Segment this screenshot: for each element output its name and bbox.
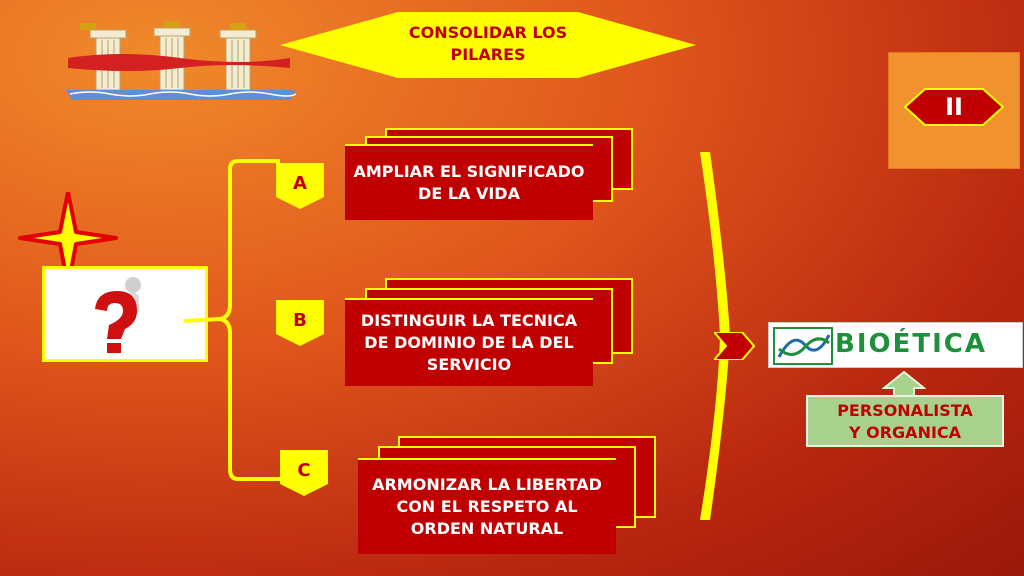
personalista-line-2: Y ORGANICA	[848, 423, 962, 442]
card-b: DISTINGUIR LA TECNICA DE DOMINIO DE LA D…	[345, 298, 593, 386]
card-a: AMPLIAR EL SIGNIFICADO DE LA VIDA	[345, 144, 593, 220]
question-figure-box	[42, 266, 208, 362]
question-mark-icon	[95, 277, 141, 353]
bioetica-logo-box: BIOÉTICA	[768, 322, 1023, 368]
personalista-box: PERSONALISTA Y ORGANICA	[806, 395, 1004, 447]
title-line-1: CONSOLIDAR LOS	[408, 23, 568, 42]
tag-a-label: A	[293, 173, 307, 194]
tag-b: B	[276, 300, 324, 348]
card-c: ARMONIZAR LA LIBERTAD CON EL RESPETO AL …	[358, 458, 616, 554]
section-numeral: II	[945, 93, 963, 121]
chevron-right-icon	[714, 332, 756, 360]
card-b-line-1: DISTINGUIR LA TECNICA	[360, 311, 578, 330]
card-c-line-2: CON EL RESPETO AL	[396, 497, 578, 516]
hexagon-shape	[280, 12, 696, 78]
tag-b-label: B	[293, 310, 307, 331]
dna-icon	[773, 327, 833, 365]
card-a-line-2: DE LA VIDA	[418, 184, 520, 203]
personalista-line-1: PERSONALISTA	[837, 401, 973, 420]
card-c-line-1: ARMONIZAR LA LIBERTAD	[372, 475, 602, 494]
card-b-line-3: SERVICIO	[426, 355, 512, 374]
card-b-line-2: DE DOMINIO DE LA DEL	[364, 333, 574, 352]
pillars-logo	[66, 21, 297, 100]
tag-c-label: C	[297, 460, 311, 481]
card-c-line-3: ORDEN NATURAL	[410, 519, 564, 538]
title-banner: CONSOLIDAR LOS PILARES	[278, 10, 698, 80]
title-line-2: PILARES	[450, 45, 526, 64]
bioetica-label: BIOÉTICA	[835, 329, 987, 359]
numeral-hexagon	[903, 88, 1005, 126]
tag-c: C	[280, 450, 328, 498]
card-a-line-1: AMPLIAR EL SIGNIFICADO	[353, 162, 585, 181]
bracket-connector	[183, 159, 280, 481]
title-text: CONSOLIDAR LOS PILARES	[278, 22, 698, 66]
section-numeral-box: II	[888, 52, 1020, 169]
tag-a: A	[276, 163, 324, 211]
arrow-up-icon	[882, 370, 926, 397]
